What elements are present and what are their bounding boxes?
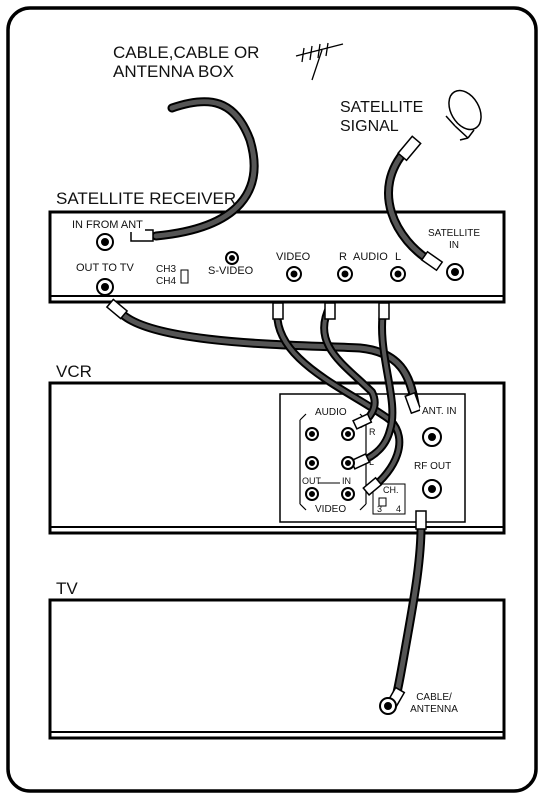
vcr-title: VCR xyxy=(56,362,92,381)
svideo-label: S-VIDEO xyxy=(208,265,254,277)
tv-title: TV xyxy=(56,579,78,598)
satellite-receiver-title: SATELLITE RECEIVER xyxy=(56,189,237,208)
plug-out-to-tv xyxy=(105,298,129,320)
out-to-tv-label: OUT TO TV xyxy=(76,262,134,274)
receiver-r-label: R xyxy=(339,251,347,263)
vcr-ch-label: CH. xyxy=(383,485,399,495)
source-label-line2: ANTENNA BOX xyxy=(113,62,234,81)
vcr-ch3-label: 3 xyxy=(377,504,383,514)
satellite-in-line1: SATELLITE xyxy=(427,228,481,239)
source-label-line1: CABLE,CABLE OR xyxy=(113,43,260,62)
vcr-out-label: OUT xyxy=(302,476,321,486)
receiver-audio-label: AUDIO xyxy=(353,251,388,263)
vcr-box xyxy=(48,381,506,535)
vcr-ant-in-label: ANT. IN xyxy=(420,406,459,418)
in-from-ant-label: IN FROM ANT xyxy=(70,219,145,232)
plug-vcr-audio-r xyxy=(352,412,373,430)
receiver-video-label: VIDEO xyxy=(276,251,311,263)
plug-sat-in xyxy=(420,250,444,272)
ch3-label: CH3 xyxy=(156,264,177,275)
plug-rf-out xyxy=(415,510,427,530)
plug-audio-l xyxy=(378,302,390,320)
tv-box xyxy=(48,598,506,740)
plug-sat-dish xyxy=(397,135,422,162)
receiver-ch-switch xyxy=(180,269,189,284)
plug-audio-r xyxy=(324,302,336,320)
vcr-in-label: IN xyxy=(342,476,351,486)
vcr-r-label: R xyxy=(369,427,376,437)
plug-vcr-video xyxy=(362,476,383,497)
satellite-signal-line1: SATELLITE xyxy=(340,99,424,116)
vcr-l-label: L xyxy=(369,457,375,467)
satellite-in-line2: IN xyxy=(449,240,459,251)
vcr-audio-label: AUDIO xyxy=(313,407,349,419)
jacks xyxy=(96,233,464,715)
vcr-ch4-label: 4 xyxy=(396,504,402,514)
ch4-label: CH4 xyxy=(156,276,177,287)
cable-antenna-line1: CABLE/ xyxy=(416,692,452,703)
antenna-icon xyxy=(295,42,344,81)
plug-video xyxy=(272,302,284,320)
cables xyxy=(115,97,437,706)
vcr-video-label: VIDEO xyxy=(313,504,349,516)
satellite-signal-line2: SIGNAL xyxy=(340,118,399,135)
plug-ant-in-vcr xyxy=(404,391,422,415)
satellite-dish-icon xyxy=(445,89,482,141)
cable-antenna-line2: ANTENNA xyxy=(410,704,458,715)
receiver-l-label: L xyxy=(395,251,402,263)
vcr-rf-out-label: RF OUT xyxy=(414,461,452,472)
plug-ant-in xyxy=(130,229,154,242)
